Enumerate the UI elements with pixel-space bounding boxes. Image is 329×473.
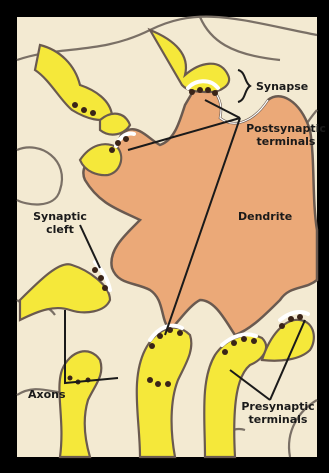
label-synaptic-cleft-line1: Synaptic: [30, 210, 90, 223]
terminal-upper-center: [100, 114, 130, 135]
label-postsynaptic-line2: terminals: [244, 135, 328, 148]
label-postsynaptic-line1: Postsynaptic: [244, 122, 328, 135]
label-presynaptic-line2: terminals: [236, 413, 320, 426]
label-presynaptic-line1: Presynaptic: [236, 400, 320, 413]
label-synaptic-cleft: Synaptic cleft: [30, 210, 90, 236]
label-presynaptic-terminals: Presynaptic terminals: [236, 400, 320, 426]
label-synapse: Synapse: [256, 80, 308, 93]
label-dendrite: Dendrite: [238, 210, 292, 223]
label-axons: Axons: [28, 388, 66, 401]
label-postsynaptic-terminals: Postsynaptic terminals: [244, 122, 328, 148]
label-synaptic-cleft-line2: cleft: [30, 223, 90, 236]
